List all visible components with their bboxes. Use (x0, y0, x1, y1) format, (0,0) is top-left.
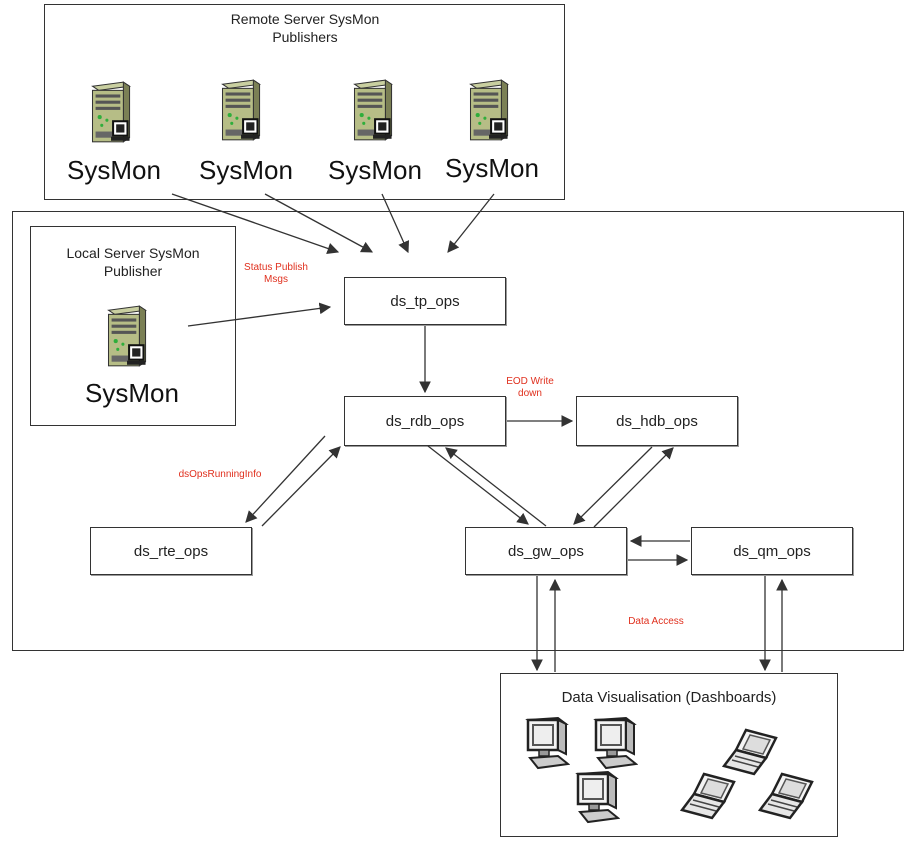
desktop-monitor-2-icon (592, 716, 638, 770)
node-ds-tp-ops: ds_tp_ops (344, 277, 506, 325)
node-ds-gw-ops: ds_gw_ops (465, 527, 627, 575)
laptop-1-icon (722, 728, 782, 778)
annotation-status-publish: Status Publish Msgs (236, 262, 316, 286)
remote-server-3-label: SysMon (328, 155, 422, 185)
remote-server-4-label: SysMon (445, 153, 539, 183)
local-publisher-title: Local Server SysMon Publisher (40, 244, 226, 280)
node-ds-qm-ops: ds_qm_ops (691, 527, 853, 575)
node-ds-hdb-ops: ds_hdb_ops (576, 396, 738, 446)
local-title-line2: Publisher (103, 263, 163, 279)
node-ds-rte-ops: ds_rte_ops (90, 527, 252, 575)
annotation-eod-line2: down (518, 388, 542, 399)
remote-server-1-icon (84, 78, 136, 148)
annotation-running-info: dsOpsRunningInfo (178, 469, 262, 480)
laptop-3-icon (758, 772, 818, 822)
laptop-2-icon (680, 772, 740, 822)
annotation-data-access: Data Access (628, 616, 684, 627)
desktop-monitor-3-icon (574, 770, 620, 824)
remote-title-line2: Publishers (272, 29, 338, 45)
annotation-eod-write-down: EOD Write down (490, 376, 570, 400)
annotation-status-publish-line1: Status Publish (244, 262, 308, 273)
dashboards-frame (500, 673, 838, 837)
local-server-label: SysMon (85, 378, 179, 408)
remote-server-4-icon (462, 76, 514, 146)
remote-server-2-label: SysMon (199, 155, 293, 185)
annotation-status-publish-line2: Msgs (264, 274, 288, 285)
remote-server-3-icon (346, 76, 398, 146)
remote-publishers-title: Remote Server SysMon Publishers (200, 10, 410, 46)
desktop-monitor-1-icon (524, 716, 570, 770)
annotation-eod-line1: EOD Write (506, 376, 554, 387)
local-title-line1: Local Server SysMon (66, 245, 200, 261)
node-ds-rdb-ops: ds_rdb_ops (344, 396, 506, 446)
remote-title-line1: Remote Server SysMon (230, 11, 380, 27)
remote-server-2-icon (214, 76, 266, 146)
remote-server-1-label: SysMon (67, 155, 161, 185)
dashboards-title: Data Visualisation (Dashboards) (561, 689, 777, 706)
local-server-icon (100, 302, 152, 372)
